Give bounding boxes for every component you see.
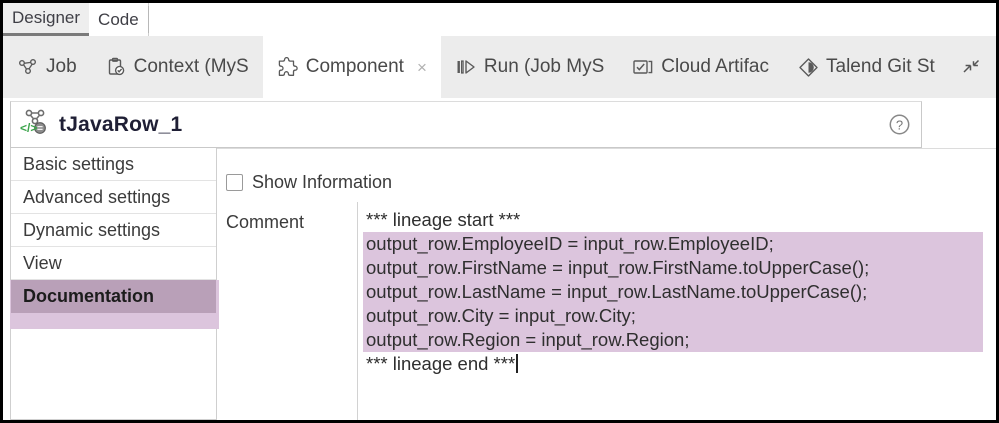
editor-tab-designer[interactable]: Designer — [3, 3, 90, 36]
sidebar-item-view[interactable]: View — [11, 247, 216, 280]
cloud-artifact-icon — [632, 56, 654, 78]
sidebar-item-documentation[interactable]: Documentation — [11, 280, 216, 313]
tab-component[interactable]: Component × — [262, 36, 441, 98]
show-information-checkbox[interactable] — [226, 174, 243, 191]
tab-talend-git-status-label: Talend Git St — [826, 56, 935, 77]
comment-line: output_row.Region = input_row.Region; — [363, 328, 983, 352]
text-cursor — [516, 354, 519, 373]
sidebar-item-label: View — [23, 252, 62, 273]
view-tab-bar: Job Context (MyS Component × — [3, 36, 996, 98]
sidebar-item-label: Dynamic settings — [23, 219, 161, 240]
help-question-icon[interactable]: ? — [888, 113, 911, 136]
sidebar-item-dynamic-settings[interactable]: Dynamic settings — [11, 214, 216, 247]
sidebar-item-advanced-settings[interactable]: Advanced settings — [11, 181, 216, 214]
svg-text:</>: </> — [20, 121, 37, 135]
tab-cloud-artifact-label: Cloud Artifac — [661, 56, 770, 77]
minimize-restore-icon[interactable] — [958, 56, 984, 78]
tab-run[interactable]: Run (Job MyS — [441, 36, 618, 98]
tab-job-label: Job — [46, 56, 77, 77]
comment-line: *** lineage start *** — [366, 209, 521, 230]
editor-tab-designer-label: Designer — [12, 8, 81, 27]
documentation-panel: Show Information Comment *** lineage sta… — [217, 148, 996, 420]
sidebar-item-label: Advanced settings — [23, 186, 171, 207]
sidebar-item-basic-settings[interactable]: Basic settings — [11, 148, 216, 181]
component-puzzle-icon — [277, 56, 299, 78]
talend-git-diamond-icon — [797, 56, 819, 78]
tab-context[interactable]: Context (MyS — [91, 36, 263, 98]
tab-job[interactable]: Job — [3, 36, 91, 98]
tab-component-label: Component — [305, 56, 404, 77]
sidebar-item-label: Basic settings — [23, 153, 135, 174]
sidebar-item-label: Documentation — [23, 286, 155, 306]
job-graph-icon — [17, 56, 39, 78]
comment-line: output_row.EmployeeID = input_row.Employ… — [363, 232, 983, 256]
comment-line: output_row.LastName = input_row.LastName… — [363, 280, 983, 304]
editor-tab-code[interactable]: Code — [89, 3, 149, 36]
component-header: </> tJavaRow_1 ? — [10, 101, 922, 148]
svg-text:?: ? — [896, 117, 903, 132]
settings-sidebar: Basic settings Advanced settings Dynamic… — [10, 148, 219, 420]
comment-line: output_row.FirstName = input_row.FirstNa… — [363, 256, 983, 280]
tab-run-label: Run (Job MyS — [483, 56, 605, 77]
editor-tab-bar: Designer Code — [3, 3, 996, 36]
component-title-group: </> tJavaRow_1 — [20, 108, 888, 141]
run-play-icon — [455, 56, 477, 78]
close-icon[interactable]: × — [416, 57, 427, 77]
tab-context-label: Context (MyS — [133, 56, 249, 77]
comment-line: output_row.City = input_row.City; — [363, 304, 983, 328]
comment-textarea[interactable]: *** lineage start *** output_row.Employe… — [357, 202, 996, 420]
comment-line-last: *** lineage end *** — [363, 352, 983, 376]
context-clipboard-icon — [105, 56, 127, 78]
page-title: tJavaRow_1 — [59, 112, 183, 136]
tab-talend-git-status[interactable]: Talend Git St — [783, 36, 949, 98]
comment-label: Comment — [226, 212, 305, 232]
show-information-label: Show Information — [252, 172, 393, 192]
show-information-row[interactable]: Show Information — [226, 172, 392, 193]
tjavarow-code-icon: </> — [20, 108, 50, 141]
editor-tab-code-label: Code — [98, 9, 139, 29]
comment-line-text: *** lineage end *** — [366, 353, 516, 374]
tab-cloud-artifact[interactable]: Cloud Artifac — [618, 36, 783, 98]
